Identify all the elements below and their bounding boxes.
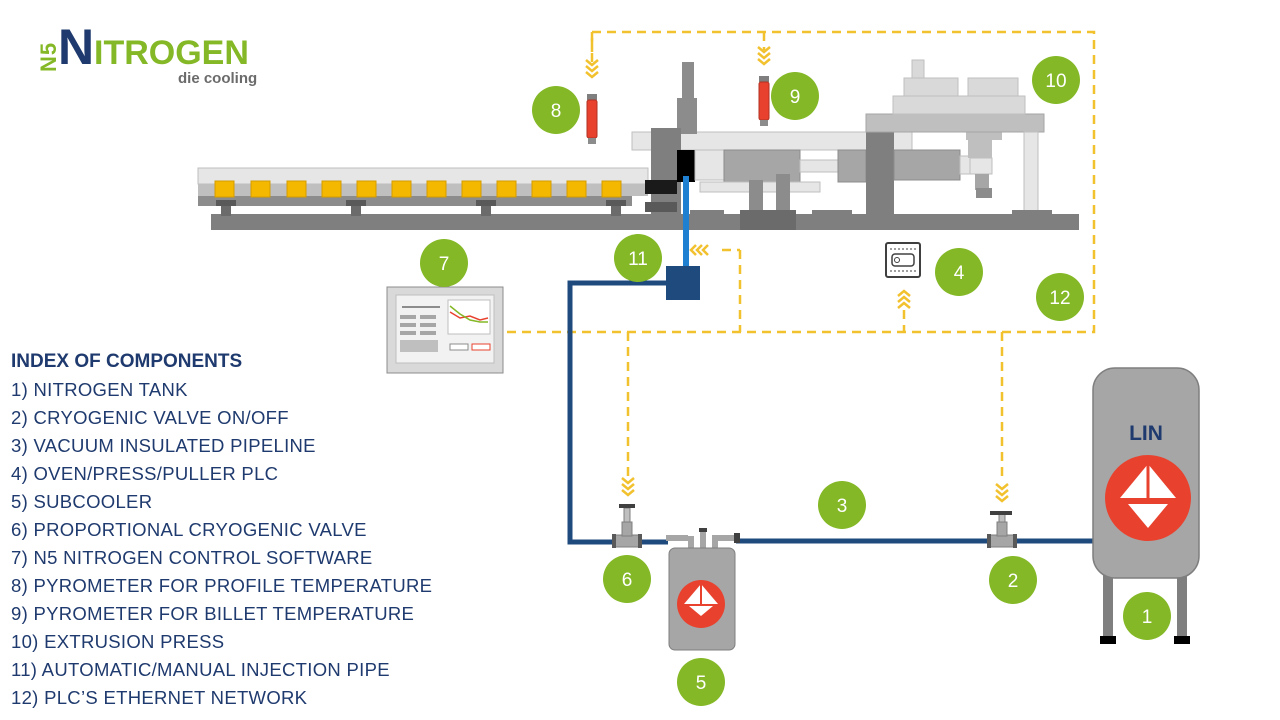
index-item: 7) N5 NITROGEN CONTROL SOFTWARE	[11, 547, 373, 568]
logo-tagline: die cooling	[178, 70, 258, 87]
svg-text:6: 6	[622, 570, 633, 591]
svg-text:5: 5	[696, 673, 707, 694]
badge-7: 7	[420, 239, 468, 287]
n5-nitrogen-logo: N5 N ITROGEN die cooling	[36, 22, 286, 98]
tank-label: LIN	[1129, 422, 1163, 445]
badge-10: 10	[1032, 56, 1080, 104]
index-item: 5) SUBCOOLER	[11, 491, 153, 512]
control-software-screen	[386, 286, 504, 374]
svg-text:11: 11	[628, 249, 648, 270]
index-item: 6) PROPORTIONAL CRYOGENIC VALVE	[11, 519, 367, 540]
index-item: 4) OVEN/PRESS/PULLER PLC	[11, 463, 279, 484]
svg-text:9: 9	[790, 87, 801, 108]
badge-11: 11	[614, 234, 662, 282]
badge-8: 8	[532, 86, 580, 134]
svg-text:3: 3	[837, 496, 848, 517]
svg-text:1: 1	[1142, 607, 1153, 628]
nitrogen-tank: LIN	[1092, 367, 1200, 644]
index-item: 2) CRYOGENIC VALVE ON/OFF	[11, 407, 289, 428]
index-item: 11) AUTOMATIC/MANUAL INJECTION PIPE	[11, 659, 390, 680]
badge-1: 1	[1123, 592, 1171, 640]
cryogenic-valve-on-off	[987, 511, 1017, 548]
index-item: 9) PYROMETER FOR BILLET TEMPERATURE	[11, 603, 415, 624]
index-title: INDEX OF COMPONENTS	[11, 351, 243, 372]
badge-2: 2	[989, 556, 1037, 604]
svg-text:8: 8	[551, 101, 562, 122]
injection-pipe	[666, 176, 700, 300]
badge-5: 5	[677, 658, 725, 706]
index-item: 1) NITROGEN TANK	[11, 379, 188, 400]
pyrometer-profile	[586, 94, 598, 144]
svg-text:4: 4	[954, 263, 965, 284]
badge-9: 9	[771, 72, 819, 120]
index-item: 3) VACUUM INSULATED PIPELINE	[11, 435, 316, 456]
badge-3: 3	[818, 481, 866, 529]
svg-text:7: 7	[439, 254, 450, 275]
index-of-components: INDEX OF COMPONENTS 1) NITROGEN TANK 2) …	[11, 348, 471, 712]
index-item: 12) PLC’S ETHERNET NETWORK	[11, 687, 308, 708]
svg-text:12: 12	[1049, 288, 1070, 309]
signal-chevrons	[585, 46, 1009, 503]
proportional-cryogenic-valve	[612, 504, 642, 548]
index-item: 8) PYROMETER FOR PROFILE TEMPERATURE	[11, 575, 433, 596]
svg-text:10: 10	[1045, 71, 1066, 92]
logo-initial: N	[58, 19, 95, 75]
plc-module	[885, 242, 921, 278]
svg-text:2: 2	[1008, 571, 1019, 592]
logo-word: ITROGEN	[94, 34, 249, 72]
badge-6: 6	[603, 555, 651, 603]
badge-4: 4	[935, 248, 983, 296]
pyrometer-billet	[758, 76, 770, 126]
index-item: 10) EXTRUSION PRESS	[11, 631, 225, 652]
subcooler	[666, 528, 740, 651]
ethernet-network	[504, 30, 1096, 480]
badge-12: 12	[1036, 273, 1084, 321]
extrusion-press	[197, 59, 1079, 230]
